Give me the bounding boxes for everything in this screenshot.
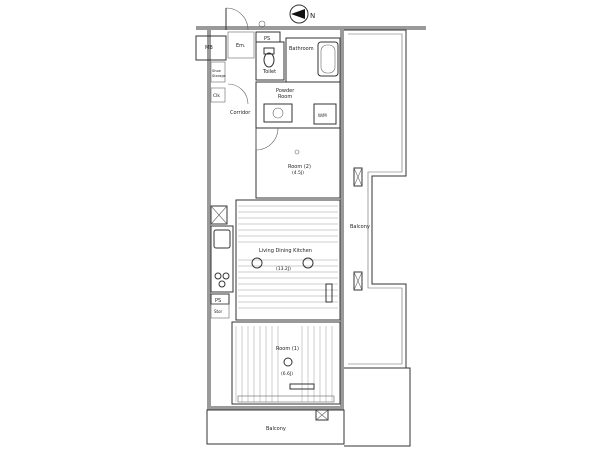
room1-floor-lines [235, 326, 333, 402]
pendant-light-icon [251, 257, 263, 269]
ceiling-light-icon [283, 357, 293, 367]
wall-top [196, 26, 426, 30]
bathtub-icon [317, 41, 339, 77]
hatch-box-icon [210, 205, 228, 225]
bathroom-label: Bathroom [289, 46, 314, 52]
powder-room-label-1: Powder [276, 88, 295, 94]
wm-label: W/M [318, 113, 327, 118]
shoe-storage-label-2: Storage [212, 74, 226, 78]
closet [210, 87, 226, 103]
stove-burner-icon [222, 272, 230, 280]
mb-box [195, 35, 227, 61]
room1-fixture [289, 383, 315, 390]
balcony-right-inner [348, 33, 403, 365]
balcony-right-label: Balcony [350, 224, 370, 230]
hatch-line [353, 167, 363, 187]
stove-burner-icon [218, 280, 226, 288]
kitchen-sink-icon [213, 229, 231, 249]
vanity-sink [263, 103, 293, 123]
em-label: Em. [236, 43, 246, 49]
wall-right [340, 30, 344, 410]
marker-icon [258, 20, 266, 28]
room2-size: (4.5J) [292, 170, 304, 176]
north-arrow-icon [289, 4, 309, 24]
shoe-storage [210, 61, 226, 83]
ps-mid-label: PS [215, 298, 221, 304]
corridor-door-swing [227, 83, 249, 105]
wall-left [207, 30, 211, 410]
clk-label: Clk [213, 93, 220, 99]
shoe-storage-label-1: Shoe [212, 69, 221, 73]
sink-icon [272, 107, 284, 119]
powder-room [255, 81, 341, 129]
ldk-floor-lines [238, 205, 338, 309]
powder-room-label-2: Room [278, 94, 292, 100]
hatch-line [353, 271, 363, 291]
ac-unit-icon [353, 167, 363, 187]
balcony-bottom [206, 409, 345, 445]
room1-size: (6.6J) [281, 371, 293, 377]
ldk-fixture [325, 283, 333, 303]
north-label: N [310, 12, 315, 20]
ldk-label: Living Dining Kitchen [259, 248, 312, 254]
hatch-line [315, 409, 329, 421]
room-1 [231, 321, 341, 405]
balcony-lower-right [344, 367, 411, 447]
balcony-bottom-label: Balcony [266, 426, 286, 432]
toilet-bowl-icon [263, 52, 275, 68]
hatch-line [210, 205, 228, 225]
room1-window [237, 395, 335, 403]
room1-label: Room (1) [276, 346, 299, 352]
ps-top-label: PS [264, 36, 270, 42]
room-2 [255, 127, 341, 199]
room2-label: Room (2) [288, 164, 311, 170]
storage [210, 303, 230, 319]
kitchen-counter [210, 225, 234, 293]
toilet-label: Toilet [262, 69, 276, 75]
corridor-label: Corridor [230, 110, 251, 116]
bathtub-inner [320, 44, 336, 74]
wall-bottom [207, 406, 344, 410]
toilet-tank-icon [263, 47, 275, 55]
ac-unit-icon [353, 271, 363, 291]
storage-label: Stor [214, 309, 223, 314]
washing-machine-area [313, 103, 337, 125]
toilet-room [255, 41, 285, 81]
bathroom [285, 37, 341, 83]
ldk-size: (13.2J) [276, 266, 291, 272]
room2-door-swing [255, 127, 279, 151]
entrance-door-swing [225, 7, 249, 31]
balcony-right [344, 29, 407, 369]
mb-label: MB [205, 45, 213, 51]
em-area [227, 31, 255, 59]
stove-burner-icon [214, 272, 222, 280]
pendant-light-icon [302, 257, 314, 269]
ceiling-light-icon [294, 149, 300, 155]
living-dining-kitchen [235, 199, 341, 321]
